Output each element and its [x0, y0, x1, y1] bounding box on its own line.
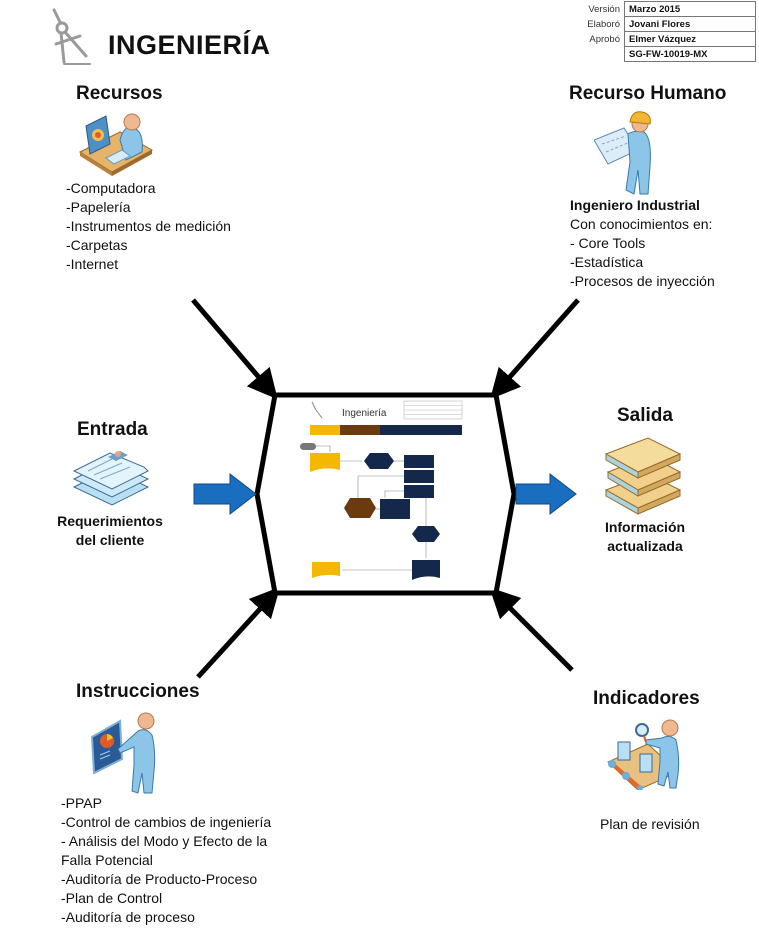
meta-label: Aprobó [589, 33, 620, 45]
document-meta-table: Versión Marzo 2015 Elaboró Jovani Flores… [576, 1, 756, 62]
flow-hex-ingenieria [364, 453, 394, 469]
list-item: -Control de cambios de ingeniería [61, 814, 272, 830]
flow-start [300, 443, 316, 450]
process-hexagon-frame [254, 392, 517, 596]
list-item: -Estadística [570, 254, 644, 270]
salida-text: Información actualizada [585, 518, 705, 556]
meta-value: SG-FW-10019-MX [624, 46, 756, 62]
list-item: -Auditoría de Producto-Proceso [61, 871, 258, 887]
arrow-indicadores-to-process [489, 587, 574, 672]
list-item: -Procesos de inyección [570, 273, 715, 289]
list-item: - Análisis del Modo y Efecto de la [61, 833, 268, 849]
meta-row-elaboro: Elaboró Jovani Flores [576, 16, 756, 32]
engineer-with-blueprint-icon [594, 110, 660, 196]
meta-label: Elaboró [587, 18, 620, 30]
list-item: -PPAP [61, 795, 102, 811]
entrada-text-line: del cliente [75, 532, 145, 548]
page-title: INGENIERÍA [108, 30, 271, 60]
inspector-conveyor-icon [606, 718, 688, 790]
role-title: Ingeniero Industrial [570, 197, 700, 213]
thumbnail-title: Ingeniería [342, 408, 387, 419]
list-item: -Internet [66, 256, 119, 272]
flow-hex-gerente [344, 498, 376, 518]
list-item: -Computadora [66, 180, 156, 196]
entrada-text: Requerimientos del cliente [48, 512, 172, 550]
list-item: Falla Potencial [61, 852, 153, 868]
stacked-documents-icon [72, 447, 150, 507]
lane-cliente [310, 425, 340, 435]
meta-row-code: SG-FW-10019-MX [576, 46, 756, 62]
list-item: -Carpetas [66, 237, 128, 253]
list-item: -Instrumentos de medición [66, 218, 231, 234]
stacked-books-icon [604, 432, 682, 516]
arrow-instrucciones-to-process [196, 586, 281, 679]
list-item: - Core Tools [570, 235, 646, 251]
flow-doc-cliente-2 [312, 562, 340, 578]
drafting-compass-icon [46, 6, 98, 66]
flow-box-1 [404, 455, 434, 468]
arrow-recurso-humano-to-process [490, 298, 580, 400]
process-flowchart-thumbnail: Ingeniería [300, 398, 470, 588]
lane-ingenieria [380, 425, 462, 435]
lane-gerente [340, 425, 380, 435]
flow-box-4 [380, 499, 410, 519]
indicadores-heading: Indicadores [593, 688, 700, 709]
output-arrow [515, 472, 577, 516]
list-item: -Papelería [66, 199, 131, 215]
entrada-heading: Entrada [77, 419, 148, 440]
recursos-heading: Recursos [76, 83, 163, 104]
flow-doc-cliente [310, 453, 340, 472]
entrada-text-line: Requerimientos [57, 513, 163, 529]
indicadores-text: Plan de revisión [600, 816, 700, 832]
recursos-list: -Computadora -Papelería -Instrumentos de… [66, 179, 231, 274]
meta-label: Versión [588, 3, 620, 15]
arrow-recursos-to-process [191, 298, 278, 400]
knowledge-intro: Con conocimientos en: [570, 216, 713, 232]
instrucciones-heading: Instrucciones [76, 681, 200, 702]
presenter-with-chart-icon [90, 711, 164, 795]
person-at-computer-icon [76, 110, 156, 178]
flow-box-3 [404, 485, 434, 498]
input-arrow [193, 472, 257, 516]
recurso-humano-details: Ingeniero Industrial Con conocimientos e… [570, 196, 715, 291]
instrucciones-list: -PPAP -Control de cambios de ingeniería … [61, 794, 271, 927]
list-item: -Auditoría de proceso [61, 909, 195, 925]
flow-box-2 [404, 470, 434, 483]
list-item: -Plan de Control [61, 890, 163, 906]
recurso-humano-heading: Recurso Humano [569, 83, 727, 104]
flow-hex-2 [412, 526, 440, 542]
meta-row-version: Versión Marzo 2015 [576, 1, 756, 17]
salida-text-line: Información [604, 519, 686, 535]
salida-text-line: actualizada [607, 538, 683, 554]
salida-heading: Salida [617, 405, 673, 426]
flow-doc-ingenieria [412, 560, 440, 580]
